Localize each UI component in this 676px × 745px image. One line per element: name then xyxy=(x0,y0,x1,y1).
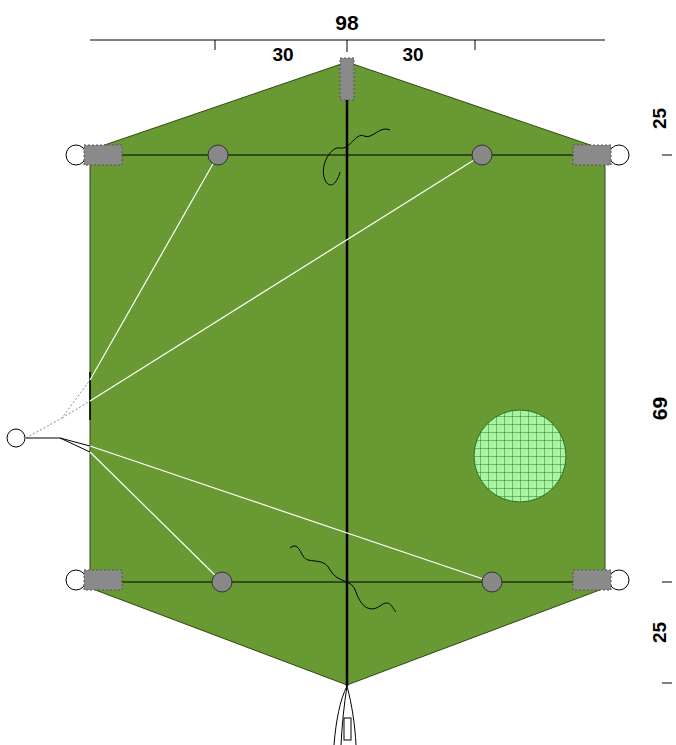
end-loop xyxy=(66,570,86,590)
nose-cap xyxy=(340,58,354,100)
bridle xyxy=(7,155,492,582)
bridle-leg xyxy=(90,452,222,582)
bridle-point xyxy=(208,145,228,165)
loose-string xyxy=(323,129,390,185)
end-loop xyxy=(609,145,629,165)
end-cap xyxy=(573,145,611,165)
body-height-dimension: 69 xyxy=(648,394,671,421)
half-width-dimension: 30 xyxy=(270,44,295,65)
tail xyxy=(334,686,356,745)
loose-string xyxy=(290,546,396,612)
bridle-leg xyxy=(90,155,218,380)
kite-sail xyxy=(90,62,605,685)
half-width-dimension: 30 xyxy=(400,44,425,65)
end-loop xyxy=(66,145,86,165)
loose-strings xyxy=(290,129,396,612)
bridle-leg xyxy=(90,446,492,582)
tail-height-dimension: 25 xyxy=(649,619,670,644)
bridle-point xyxy=(472,145,492,165)
bridle-leg xyxy=(26,380,90,438)
dimension-tick xyxy=(662,683,672,684)
dimension-tick xyxy=(475,40,476,50)
dimension-tick xyxy=(662,582,672,583)
end-cap xyxy=(84,145,122,165)
end-loop xyxy=(609,570,629,590)
end-cap xyxy=(573,570,611,590)
bridle-point xyxy=(212,572,232,592)
end-cap xyxy=(84,570,122,590)
bridle-leg xyxy=(26,438,90,452)
bridle-points xyxy=(208,145,502,592)
dimension-tick xyxy=(215,40,216,50)
mesh-vent xyxy=(474,410,566,502)
tow-ring xyxy=(7,429,25,447)
bridle-leg xyxy=(62,401,90,418)
tail-clip xyxy=(344,718,351,740)
dimension-tick xyxy=(662,155,672,156)
spine xyxy=(346,66,349,686)
bridle-leg xyxy=(60,438,90,446)
bridle-point xyxy=(482,572,502,592)
bridle-leg xyxy=(90,155,482,401)
overall-width-dimension: 98 xyxy=(333,11,360,34)
dimension-tick xyxy=(347,40,348,52)
nose-height-dimension: 25 xyxy=(649,105,670,130)
spar-end-caps xyxy=(66,58,629,590)
